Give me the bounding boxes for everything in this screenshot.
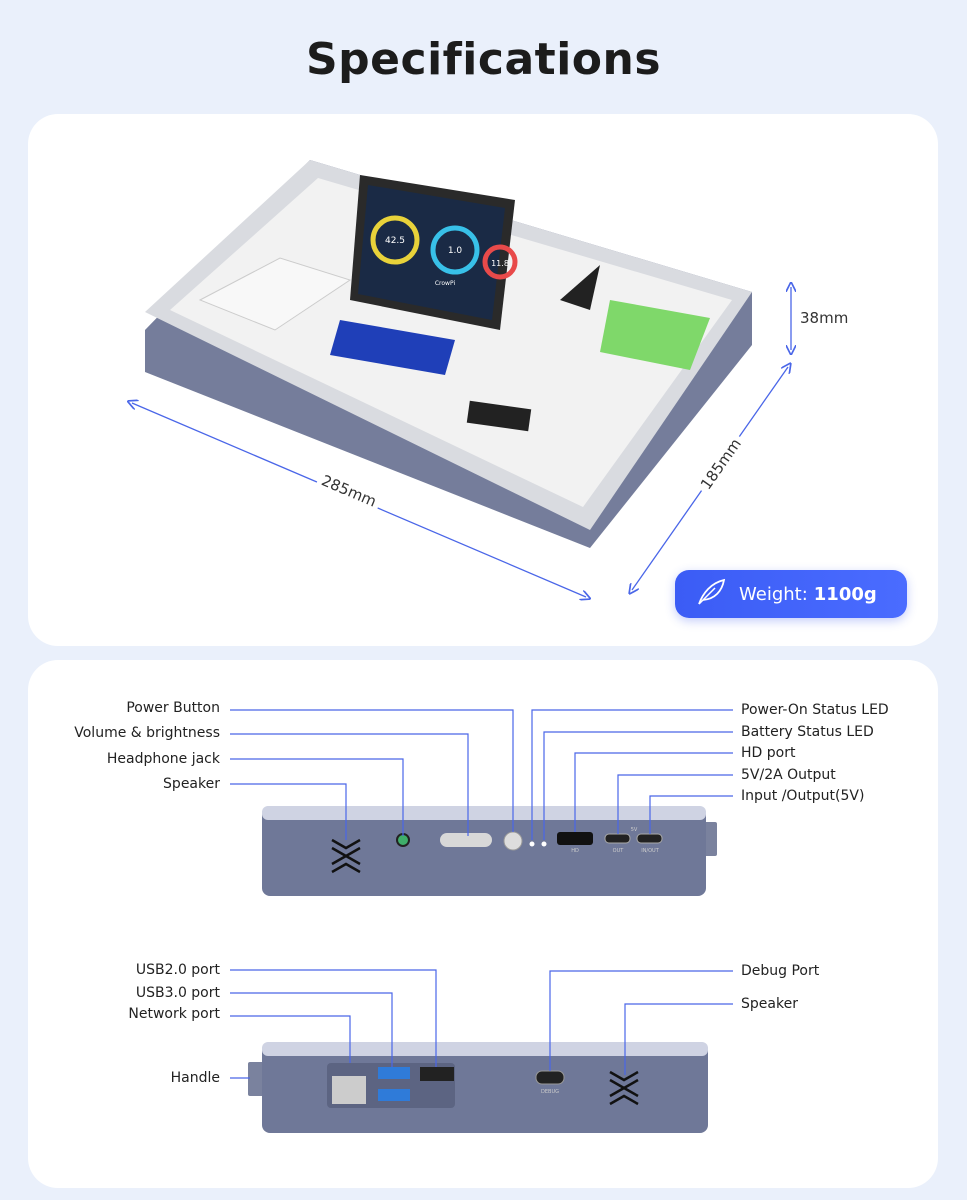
screen-value: 1.0 <box>448 246 463 256</box>
height-label: 38mm <box>800 309 849 327</box>
label-speaker: Speaker <box>163 776 220 792</box>
screen-brand: CrowPi <box>435 280 456 287</box>
label-usb2: USB2.0 port <box>135 962 220 978</box>
svg-text:DEBUG: DEBUG <box>541 1089 559 1095</box>
breadboard <box>198 257 352 331</box>
svg-text:5V: 5V <box>631 827 638 833</box>
led-matrix <box>600 300 710 370</box>
label-input-output: Input /Output(5V) <box>741 788 865 804</box>
label-volume-brightness: Volume & brightness <box>74 725 220 741</box>
svg-text:OUT: OUT <box>613 848 625 854</box>
hd-port <box>557 832 593 845</box>
usb2-port <box>420 1067 454 1081</box>
label-network: Network port <box>128 1006 220 1022</box>
leader-lines <box>230 709 733 1079</box>
volume-rocker <box>440 833 492 847</box>
label-battery-led: Battery Status LED <box>741 724 874 740</box>
svg-text:IN/OUT: IN/OUT <box>641 848 659 854</box>
feather-icon <box>695 577 727 612</box>
label-usb3: USB3.0 port <box>135 985 220 1001</box>
debug-port <box>535 1070 565 1085</box>
label-debug-port: Debug Port <box>741 963 820 979</box>
ethernet-port <box>332 1076 366 1104</box>
speaker-grille-icon <box>331 838 361 874</box>
label-power-button: Power Button <box>126 700 220 716</box>
label-headphone-jack: Headphone jack <box>106 751 220 767</box>
weight-badge: Weight:1100g <box>675 570 907 618</box>
label-power-led: Power-On Status LED <box>741 702 889 718</box>
screen-value: 11.8 <box>491 259 509 268</box>
device-side-view-front <box>262 806 717 896</box>
page-title: Specifications <box>305 34 662 85</box>
label-handle: Handle <box>170 1070 220 1086</box>
label-5v-output: 5V/2A Output <box>741 767 836 783</box>
usb3-port <box>378 1067 410 1079</box>
lcd-display <box>330 320 455 375</box>
speaker-grille-icon <box>609 1070 639 1106</box>
label-hd-port: HD port <box>741 745 796 761</box>
weight-value: 1100g <box>813 583 877 605</box>
power-button <box>503 831 523 851</box>
screen-value: 42.5 <box>385 236 405 246</box>
svg-text:HD: HD <box>571 848 579 854</box>
label-speaker-rear: Speaker <box>741 996 798 1012</box>
device-side-view-rear <box>248 1042 708 1133</box>
weight-label: Weight: <box>739 583 808 605</box>
